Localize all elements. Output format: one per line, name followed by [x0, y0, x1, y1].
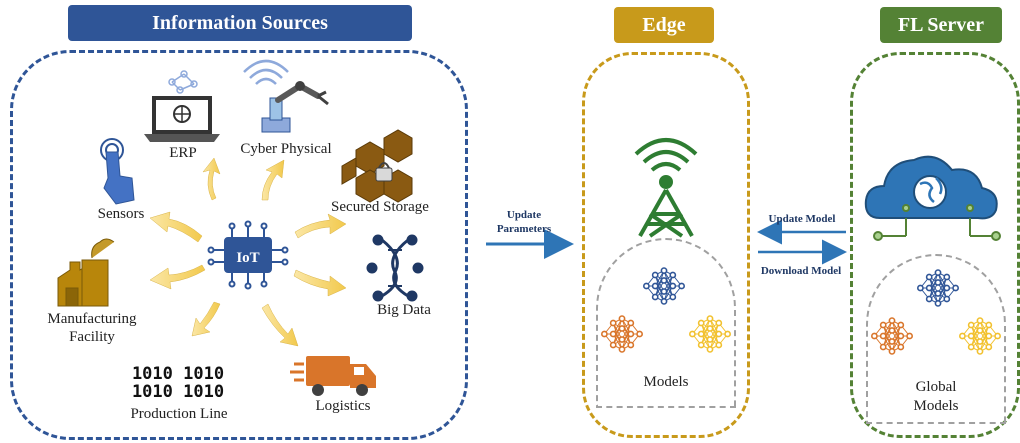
erp-icon — [144, 70, 220, 142]
cyber-physical-label: Cyber Physical — [240, 141, 332, 157]
iot-icon — [207, 220, 289, 290]
binary-icon: 1010 1010 1010 1010 — [131, 364, 225, 402]
global-models-container — [866, 254, 1006, 424]
update-model-label: Update Model — [768, 213, 836, 225]
secured-storage-label: Secured Storage — [331, 199, 429, 215]
download-model-label: Download Model — [760, 265, 842, 277]
neural-network-icons — [601, 267, 1001, 355]
iot-label: IoT — [236, 250, 259, 266]
information-sources-header: Information Sources — [68, 5, 412, 41]
sensors-label: Sensors — [97, 206, 145, 222]
edge-models-container — [596, 238, 736, 408]
production-line-label: Production Line — [130, 406, 228, 422]
logistics-label: Logistics — [315, 398, 371, 414]
manufacturing-facility-label: Manufacturing Facility — [47, 311, 137, 345]
cyber-physical-icon — [243, 59, 329, 133]
fl-server-box — [850, 52, 1020, 438]
big-data-label: Big Data — [377, 302, 431, 318]
global-models-label: Global Models — [913, 379, 959, 414]
logistics-icon — [290, 356, 376, 396]
global-nn-orange-icon — [871, 317, 913, 355]
models-label: Models — [643, 374, 689, 390]
radiating-arrows — [149, 157, 347, 347]
cloud-globe-icon — [864, 155, 1001, 241]
global-nn-yellow-icon — [959, 317, 1001, 355]
update-parameters-label: Update Parameters — [496, 209, 552, 235]
global-nn-blue-icon — [917, 269, 959, 307]
fl-server-header: FL Server — [880, 7, 1002, 43]
manufacturing-icon — [57, 238, 115, 307]
edge-nn-yellow-icon — [689, 315, 731, 353]
antenna-tower-icon — [634, 138, 698, 238]
edge-header: Edge — [614, 7, 714, 43]
erp-label: ERP — [169, 145, 197, 161]
information-sources-box — [10, 50, 468, 440]
edge-nn-blue-icon — [643, 267, 685, 305]
big-data-icon — [366, 234, 424, 302]
edge-box — [582, 52, 750, 438]
edge-nn-orange-icon — [601, 315, 643, 353]
secured-storage-icon — [341, 129, 413, 203]
sensors-icon — [100, 138, 135, 205]
